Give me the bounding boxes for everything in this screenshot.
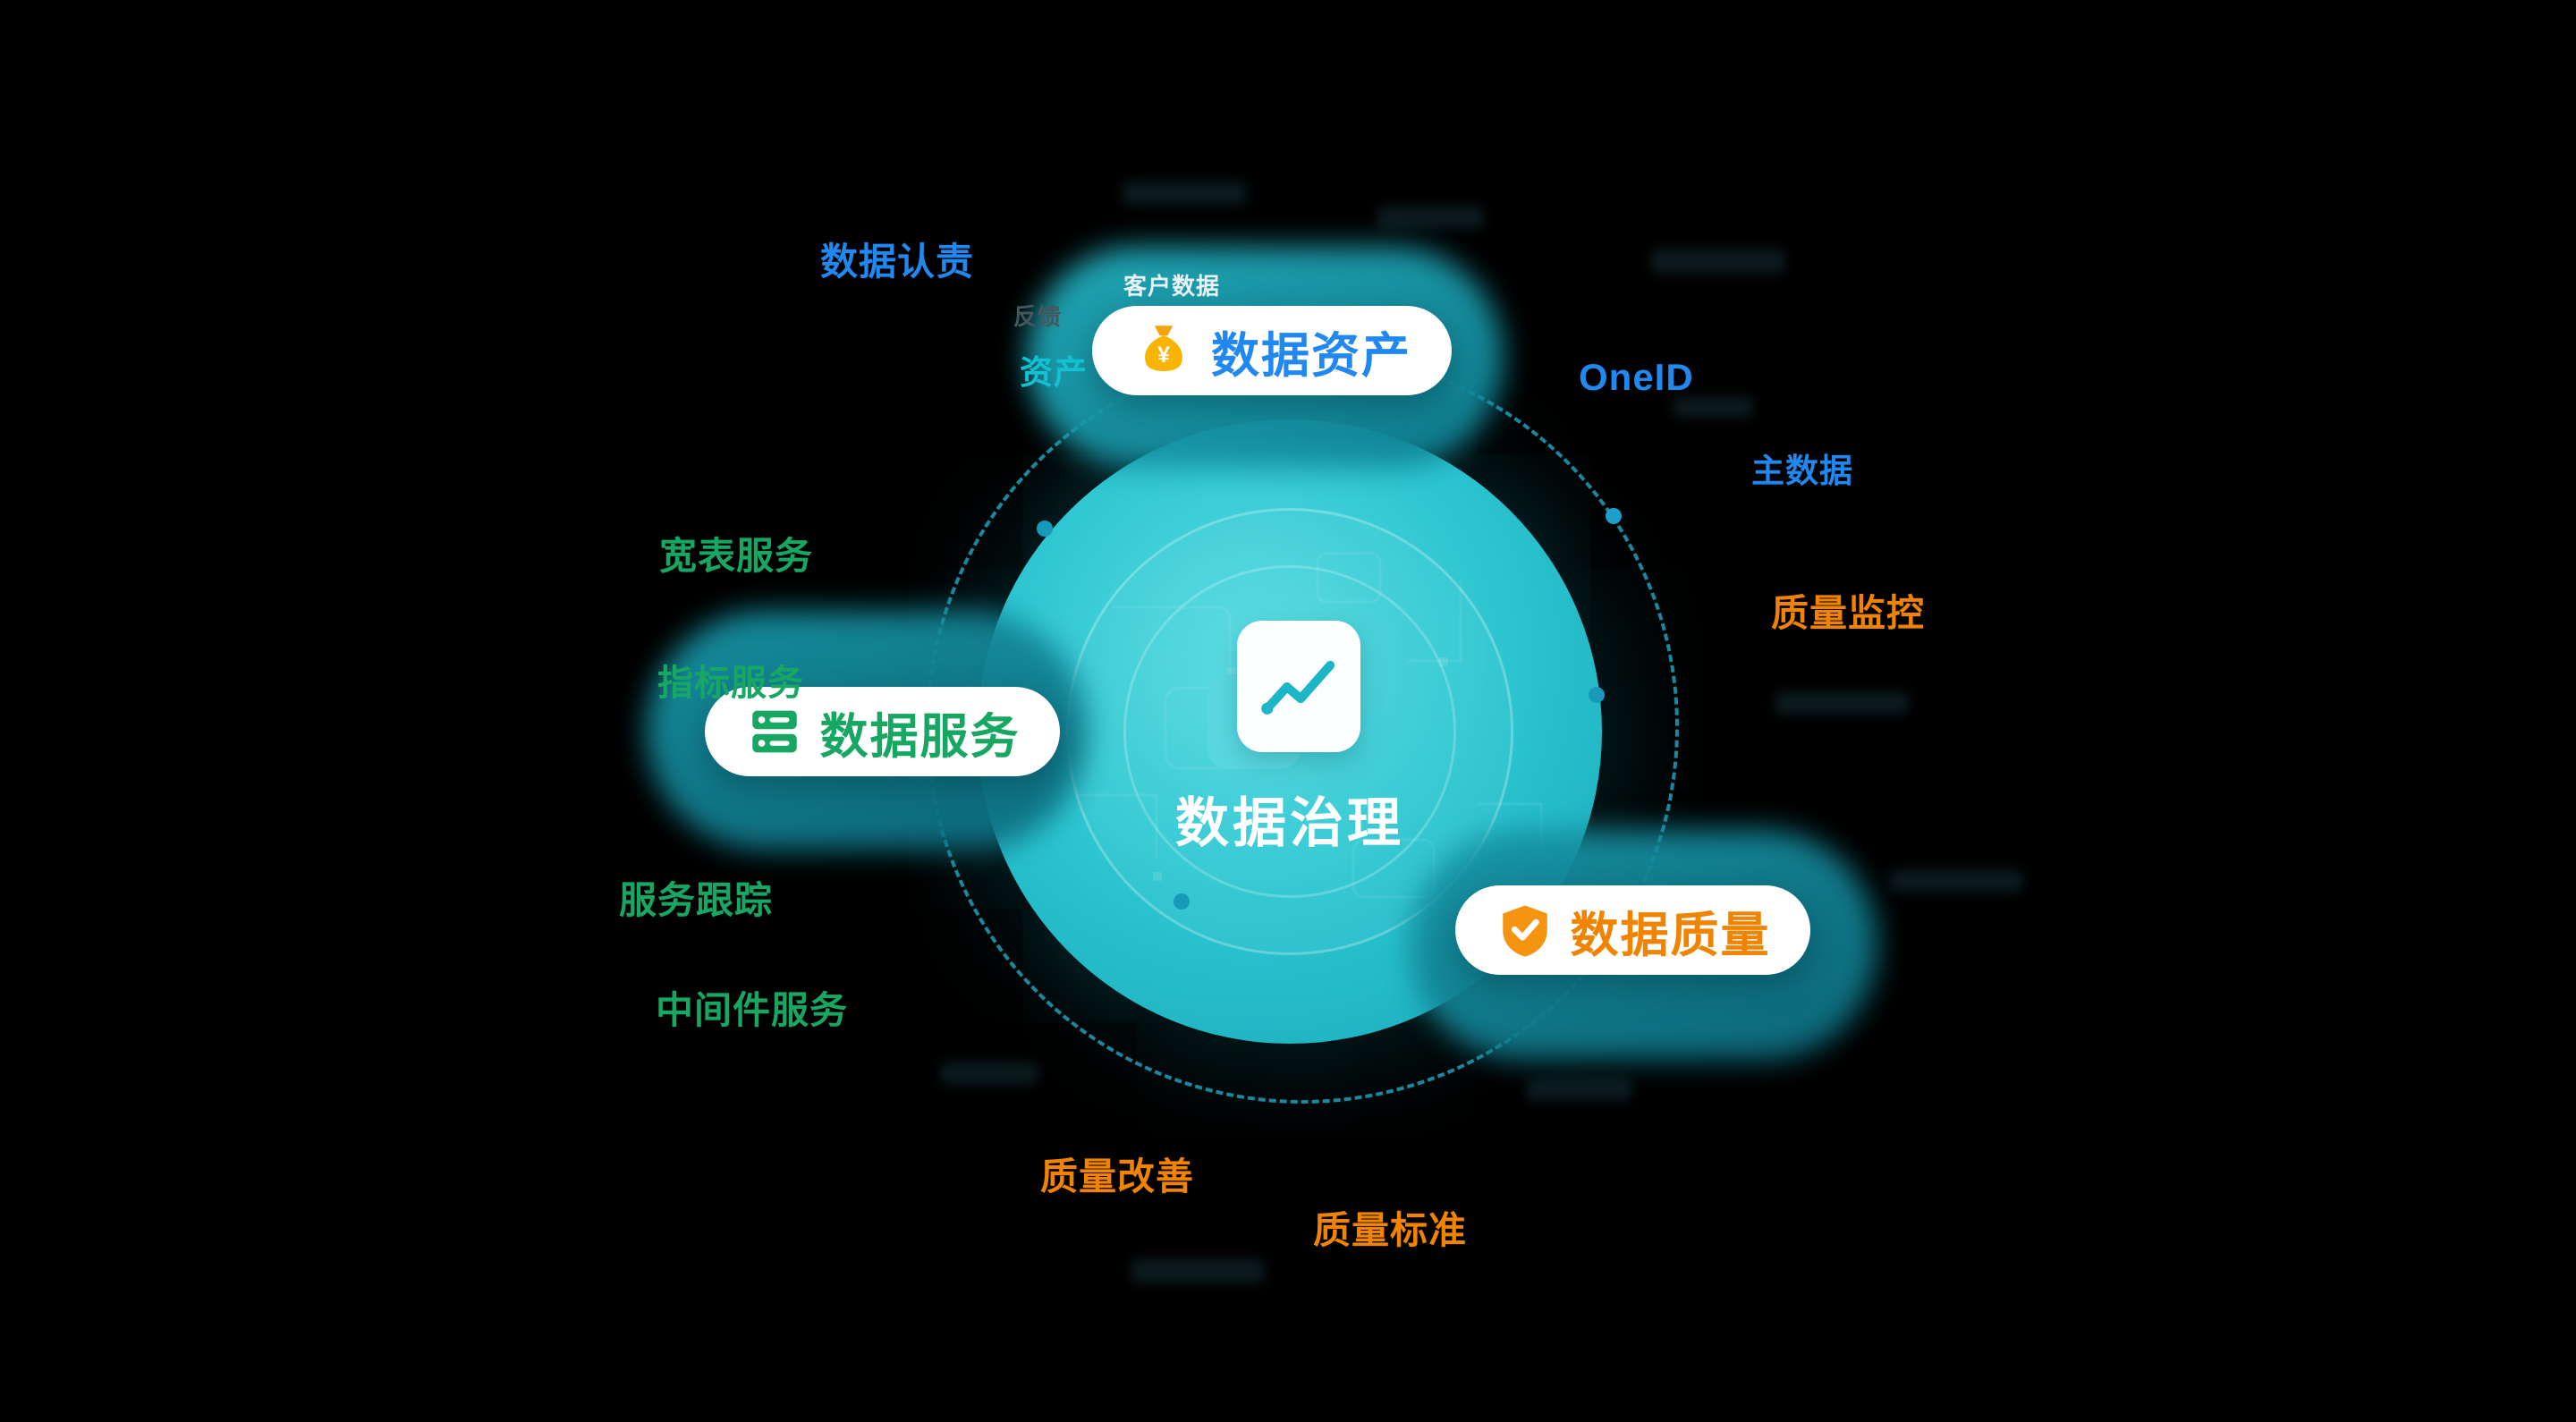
label-asset-partial: 资产 [1020, 354, 1088, 391]
label-customer-data: 客户数据 [1123, 273, 1221, 300]
icon-front-card [1237, 621, 1360, 752]
data-service-label: 数据服务 [819, 709, 1021, 764]
data-stack-icon [751, 710, 797, 753]
orbit-dot [1174, 893, 1190, 910]
label-service-tracking: 服务跟踪 [619, 879, 774, 921]
data-quality-card[interactable]: 数据质量 [1455, 885, 1810, 975]
trend-chart-icon [1199, 617, 1377, 787]
label-master-data: 主数据 [1751, 453, 1853, 489]
label-indicator-service: 指标服务 [657, 664, 804, 703]
center-title: 数据治理 [1175, 793, 1404, 853]
ghost-label [1377, 206, 1484, 229]
money-bag-icon: ¥ [1145, 326, 1182, 371]
label-quality-improvement: 质量改善 [1040, 1155, 1195, 1198]
label-middleware-service: 中间件服务 [656, 989, 849, 1031]
svg-text:¥: ¥ [1157, 343, 1170, 368]
data-asset-card[interactable]: ¥ 数据资产 [1092, 306, 1452, 395]
inner-ring-inner [1123, 565, 1456, 898]
data-quality-label: 数据质量 [1570, 908, 1771, 962]
ghost-label [1651, 249, 1785, 274]
label-data-ownership: 数据认责 [820, 241, 975, 283]
orbit-dot [1606, 508, 1622, 524]
label-feedback: 反馈 [1013, 303, 1063, 330]
ghost-label [941, 1062, 1039, 1085]
orbit-dot [1589, 687, 1605, 703]
data-asset-label: 数据资产 [1211, 328, 1411, 383]
orbit-dot [1037, 521, 1053, 537]
ghost-label [1525, 1078, 1632, 1101]
ghost-label [1673, 396, 1753, 418]
label-wide-table-service: 宽表服务 [659, 535, 814, 577]
shield-check-icon [1502, 905, 1547, 957]
ghost-label [1889, 869, 2023, 893]
ghost-label [1131, 1258, 1265, 1283]
label-quality-standard: 质量标准 [1313, 1209, 1468, 1251]
ghost-label [1122, 181, 1247, 206]
label-oneid: OneID [1579, 356, 1694, 398]
label-quality-monitoring: 质量监控 [1771, 592, 1926, 634]
ghost-label [1775, 691, 1909, 715]
data-service-card[interactable]: 数据服务 [705, 687, 1060, 776]
